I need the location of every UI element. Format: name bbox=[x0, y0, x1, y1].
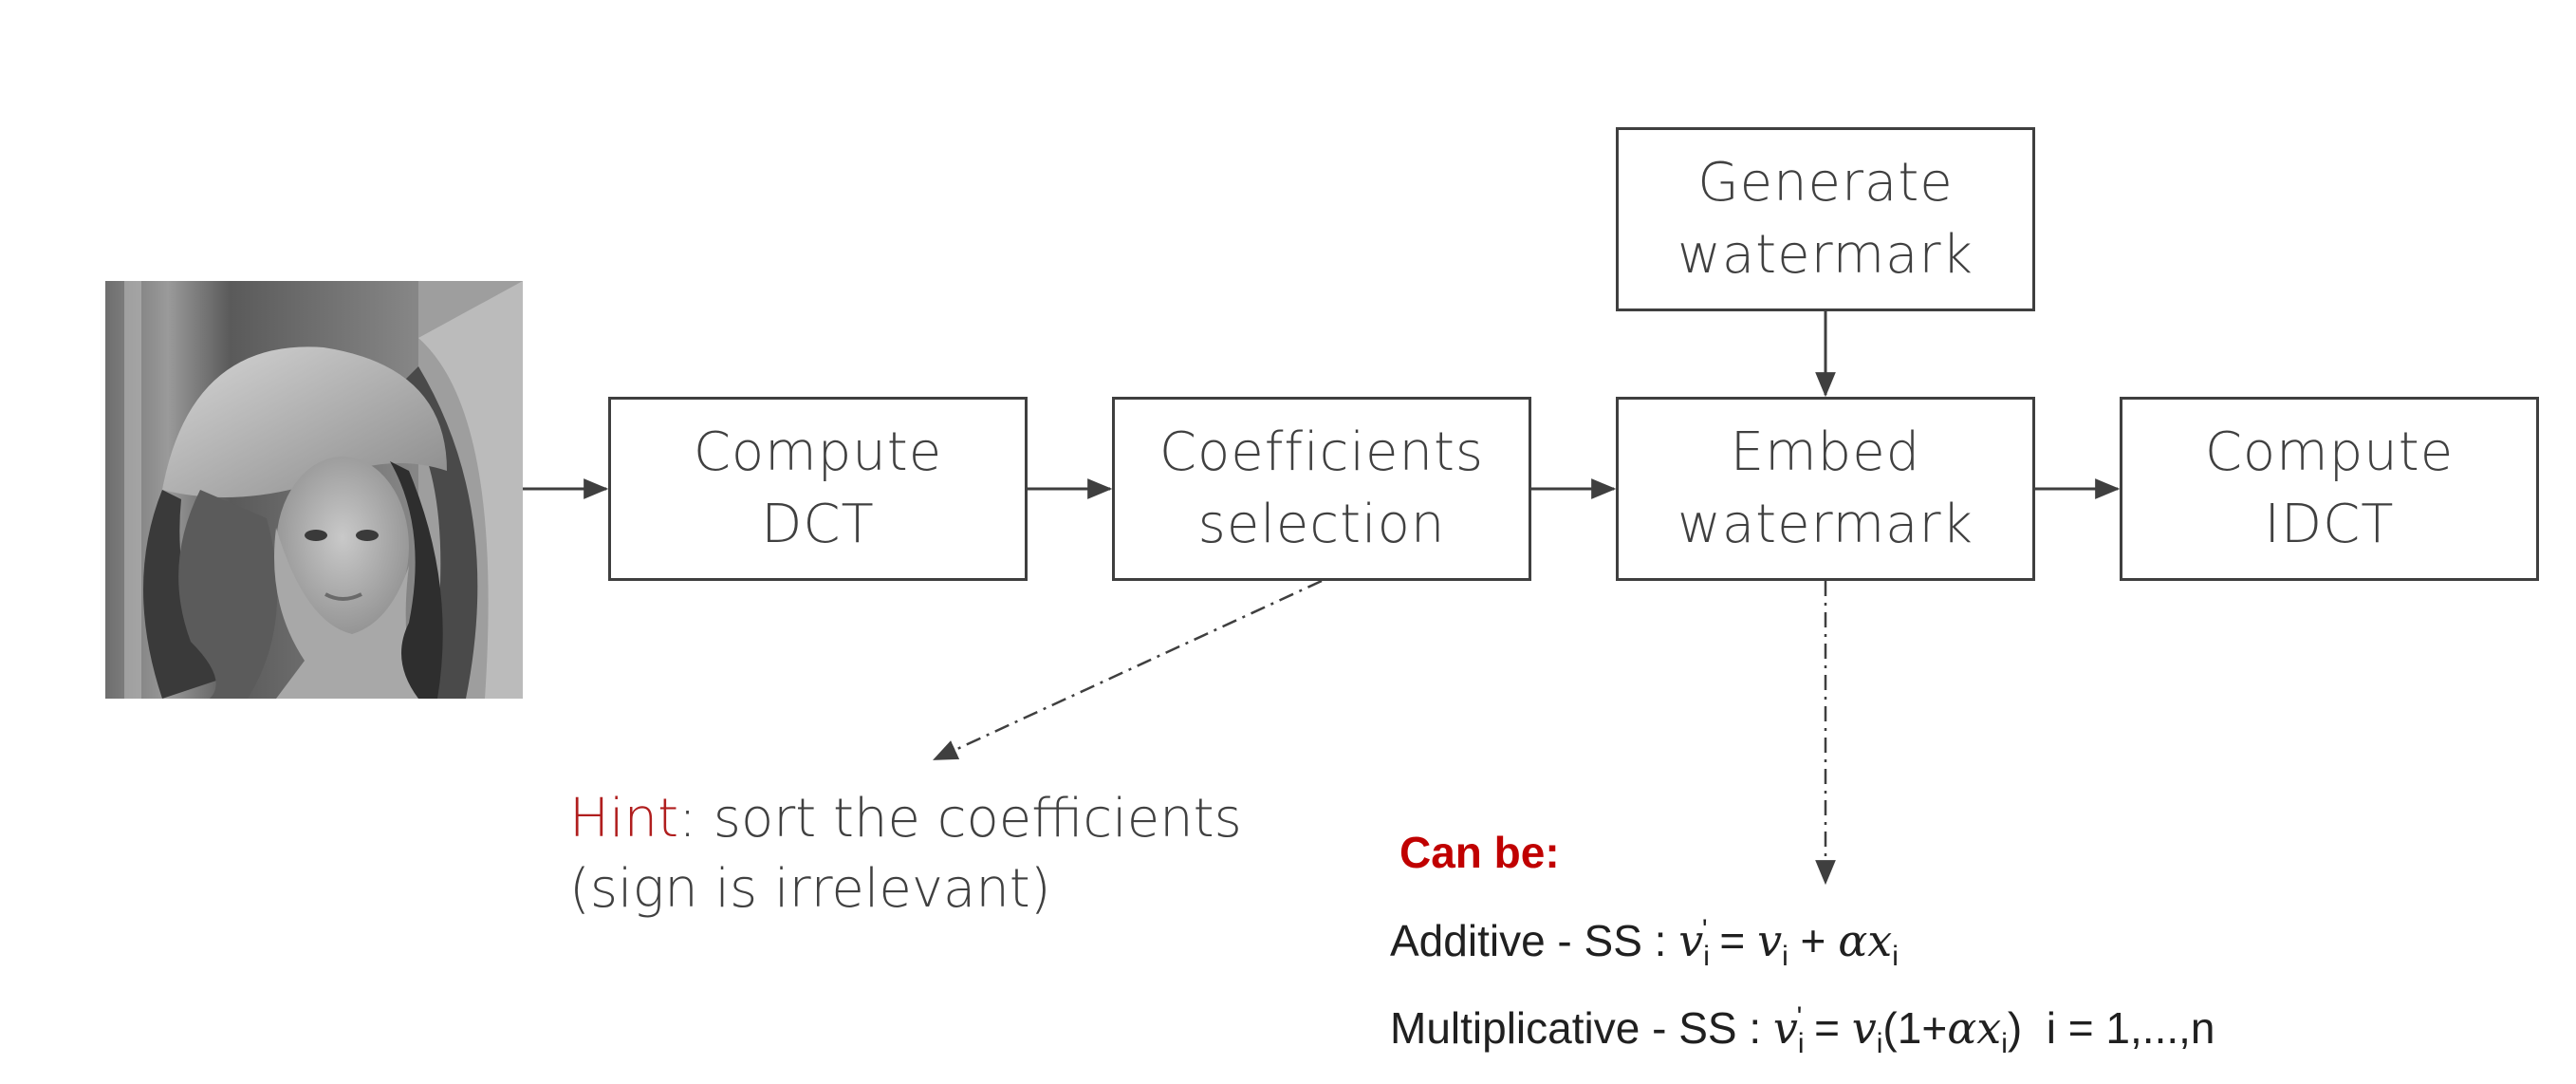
multiplicative-close: ) bbox=[2007, 1003, 2023, 1053]
multiplicative-rhs-var: v bbox=[1851, 1002, 1877, 1054]
hint-label: Hint bbox=[569, 788, 679, 850]
coefficients-selection-line2: selection bbox=[1197, 494, 1446, 555]
dashdot-selection-to-hint bbox=[933, 579, 1323, 761]
additive-ss-formula: Additive - SS : vi' = vi + αxi bbox=[1390, 914, 1899, 972]
compute-idct-line1: Compute bbox=[2204, 421, 2455, 483]
additive-plus: + bbox=[1800, 916, 1826, 965]
portrait-image bbox=[105, 281, 523, 699]
generate-watermark-line2: watermark bbox=[1677, 224, 1974, 286]
additive-rhs-var: v bbox=[1757, 915, 1783, 966]
multiplicative-alpha: α bbox=[1947, 1002, 1977, 1054]
additive-x-sub: i bbox=[1892, 941, 1899, 972]
multiplicative-x-sub: i bbox=[2001, 1028, 2008, 1059]
coefficients-selection-line1: Coefficients bbox=[1158, 421, 1485, 483]
embed-watermark-line1: Embed bbox=[1730, 421, 1921, 483]
multiplicative-open: (1+ bbox=[1882, 1003, 1948, 1053]
additive-x-var: x bbox=[1867, 915, 1893, 966]
additive-alpha: α bbox=[1838, 915, 1868, 966]
compute-dct-box: Compute DCT bbox=[608, 397, 1028, 581]
multiplicative-lhs-sub: i bbox=[1797, 1028, 1805, 1059]
multiplicative-ss-formula: Multiplicative - SS : vi' = vi(1+αxi) i … bbox=[1390, 1001, 2215, 1059]
multiplicative-lhs-var: v bbox=[1772, 1002, 1798, 1054]
compute-idct-box: Compute IDCT bbox=[2120, 397, 2539, 581]
hint-line2: (sign is irrelevant) bbox=[569, 858, 1051, 920]
generate-watermark-box: Generate watermark bbox=[1616, 127, 2035, 311]
compute-dct-line2: DCT bbox=[761, 494, 875, 555]
additive-lhs-var: v bbox=[1678, 915, 1704, 966]
can-be-label: Can be: bbox=[1399, 828, 1560, 877]
additive-rhs-sub: i bbox=[1782, 941, 1788, 972]
embed-watermark-line2: watermark bbox=[1677, 494, 1974, 555]
hint-line1-rest: : sort the coefficients bbox=[678, 788, 1242, 850]
multiplicative-lhs-prime: ' bbox=[1796, 1001, 1803, 1033]
embed-watermark-box: Embed watermark bbox=[1616, 397, 2035, 581]
coefficients-selection-box: Coefficients selection bbox=[1112, 397, 1531, 581]
compute-idct-line2: IDCT bbox=[2264, 494, 2395, 555]
hint-line1: Hint: sort the coefficients bbox=[569, 784, 1242, 854]
additive-name: Additive - SS bbox=[1390, 916, 1642, 965]
additive-lhs-prime: ' bbox=[1701, 914, 1708, 945]
multiplicative-range: i = 1,...,n bbox=[2046, 1003, 2215, 1053]
multiplicative-x-var: x bbox=[1976, 1002, 2002, 1054]
input-image bbox=[105, 281, 523, 699]
multiplicative-rhs-sub: i bbox=[1876, 1028, 1883, 1059]
hint-annotation: Hint: sort the coefficients (sign is irr… bbox=[569, 784, 1242, 925]
compute-dct-line1: Compute bbox=[693, 421, 943, 483]
multiplicative-name: Multiplicative - SS bbox=[1390, 1003, 1737, 1053]
generate-watermark-line1: Generate bbox=[1697, 152, 1954, 214]
additive-lhs-sub: i bbox=[1703, 941, 1710, 972]
